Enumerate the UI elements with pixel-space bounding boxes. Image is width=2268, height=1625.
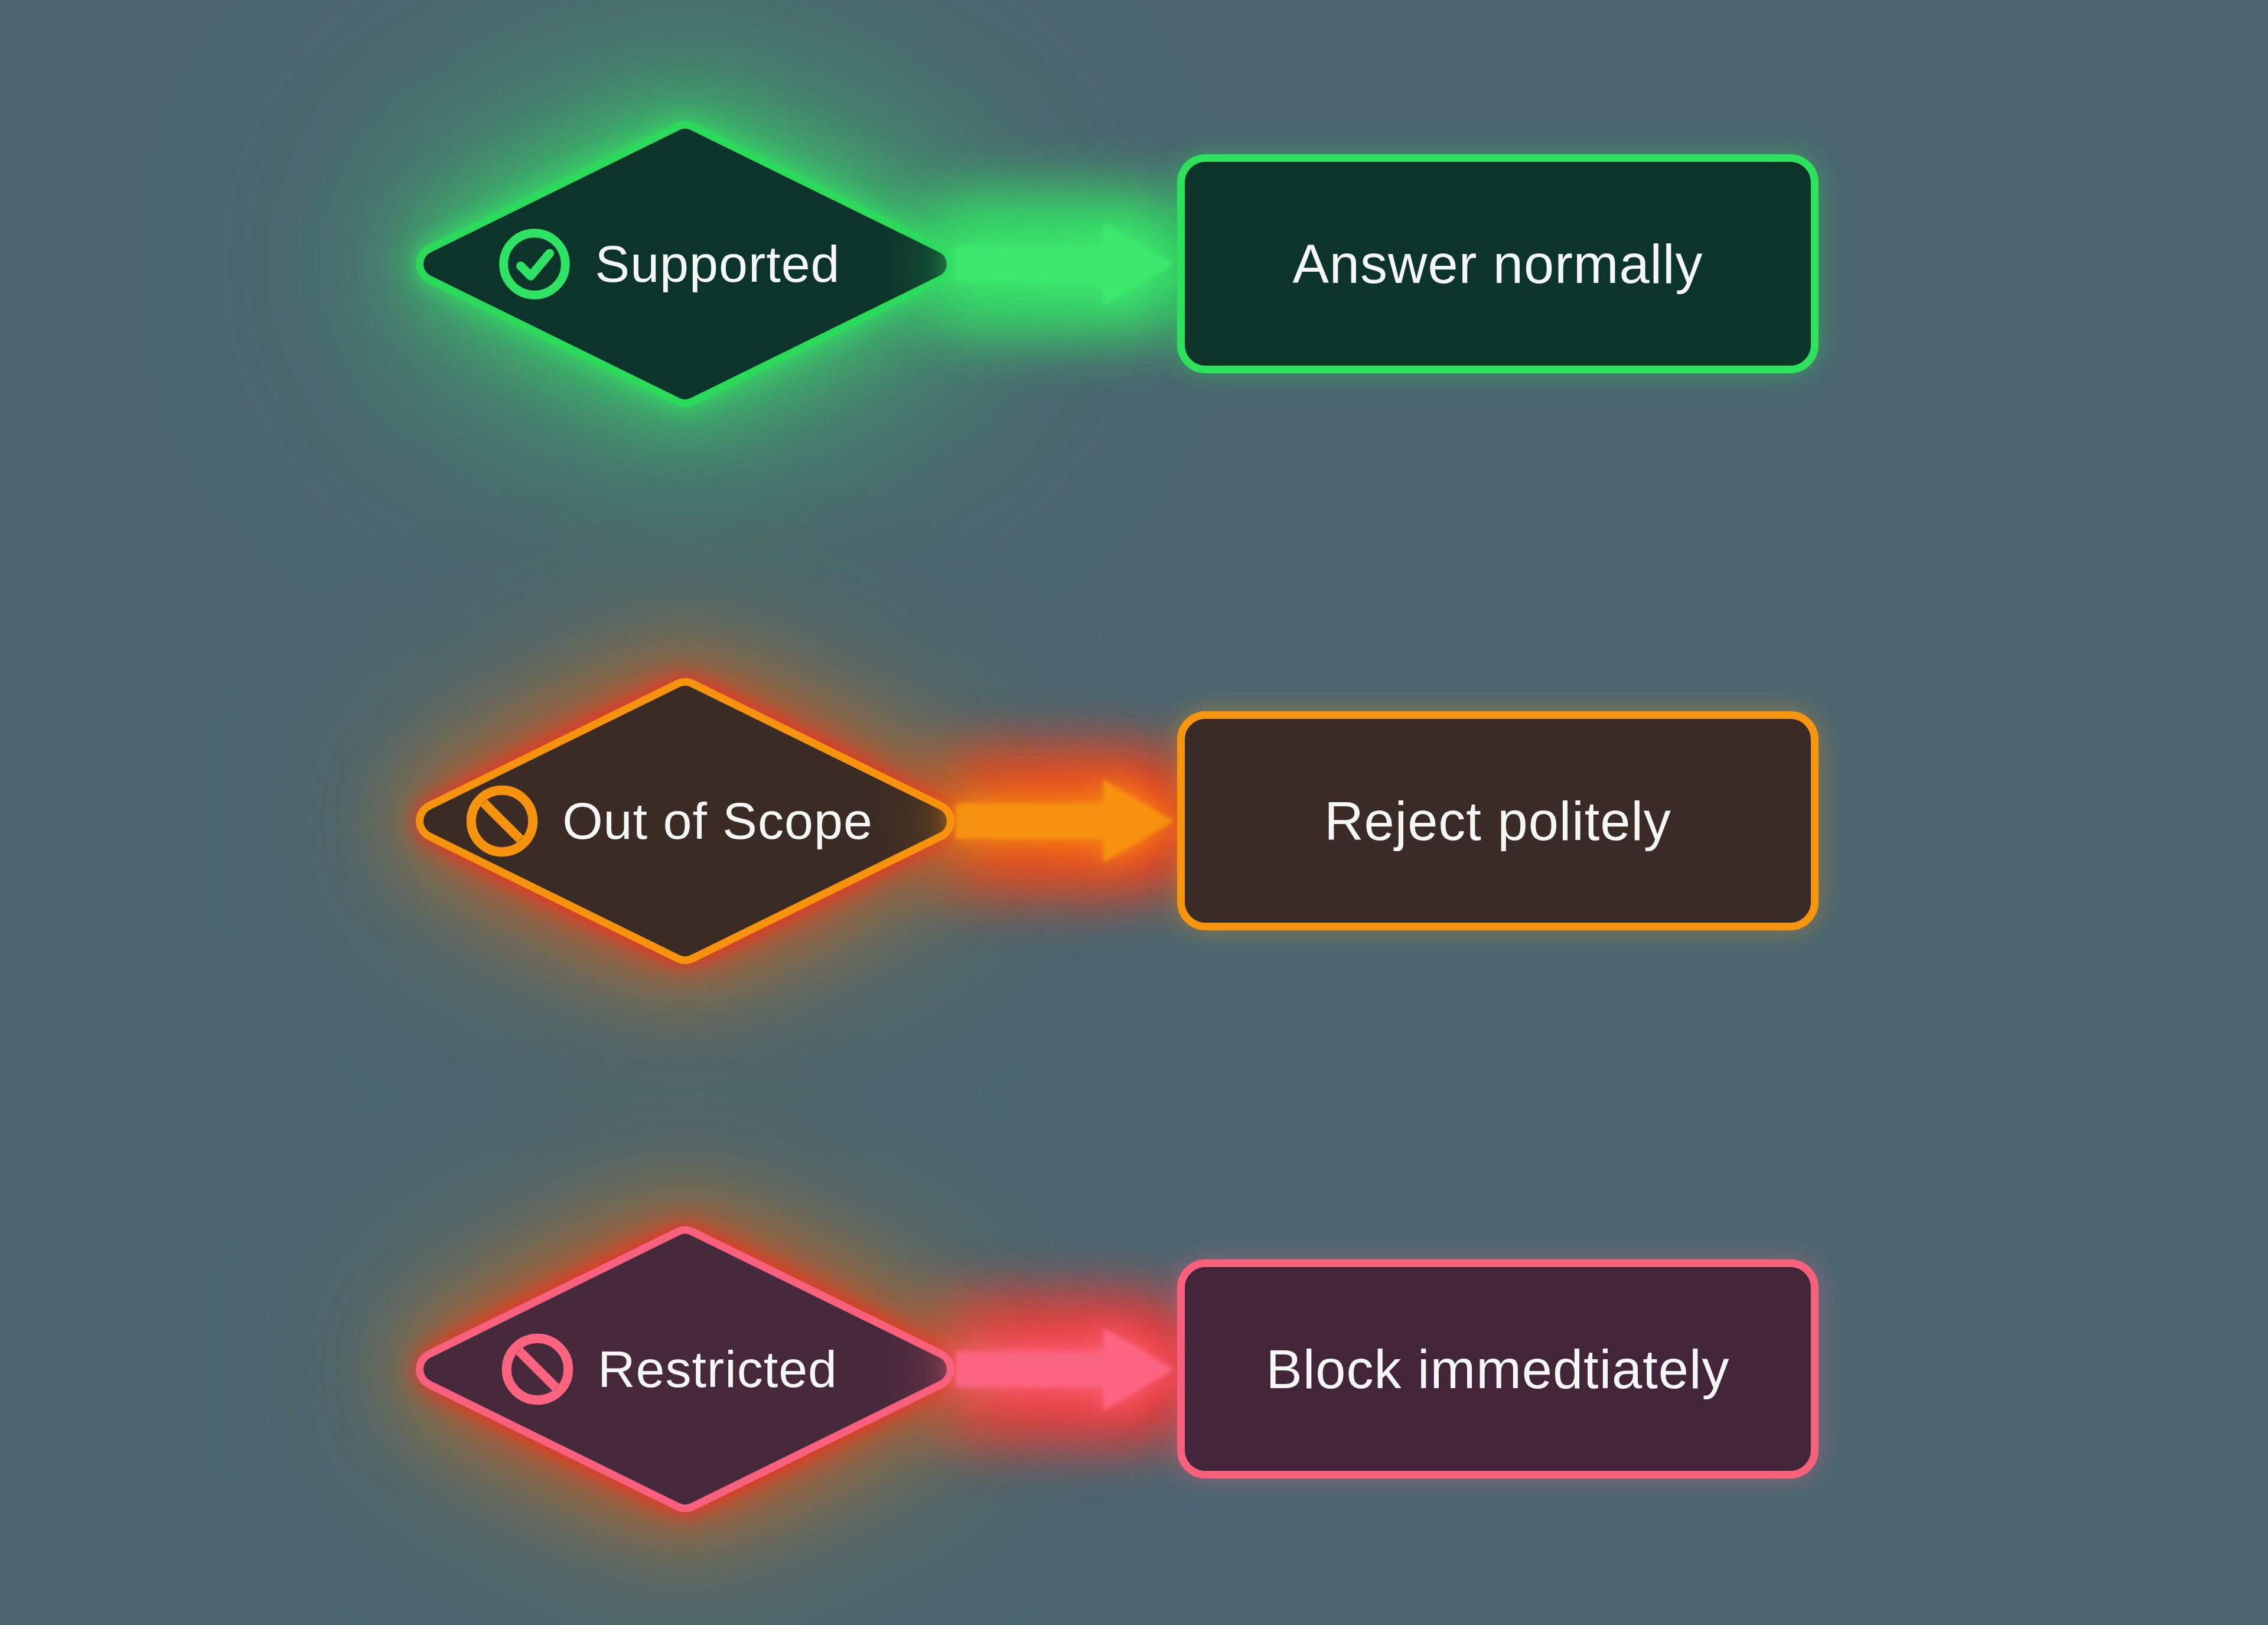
action-label: Reject politely	[1324, 794, 1671, 848]
diamond-label: Supported	[595, 238, 840, 290]
diamond-supported: Supported	[416, 121, 954, 407]
action-box-block-immediately: Block immedtiately	[1177, 1259, 1819, 1479]
action-label: Block immedtiately	[1266, 1342, 1730, 1396]
diamond-shape	[416, 1226, 954, 1512]
action-box-reject-politely: Reject politely	[1177, 711, 1819, 930]
prohibition-icon	[500, 1331, 575, 1407]
diamond-label: Out of Scope	[562, 795, 873, 847]
connector-glow	[913, 750, 1208, 892]
prohibition-icon	[464, 783, 540, 859]
arrow-right-icon	[956, 205, 1180, 323]
diamond-out-of-scope: Out of Scope	[416, 678, 954, 964]
diamond-shape	[416, 121, 954, 407]
arrow-right-icon	[956, 1310, 1180, 1428]
diamond-content: Out of Scope	[399, 678, 938, 964]
diamond-label: Restricted	[598, 1343, 838, 1395]
diamond-restricted: Restricted	[416, 1226, 954, 1512]
connector-glow	[913, 1298, 1208, 1440]
check-circle-icon	[497, 226, 572, 302]
connector-glow	[913, 193, 1208, 335]
diamond-content: Supported	[399, 121, 938, 407]
diamond-shape	[416, 678, 954, 964]
diamond-content: Restricted	[399, 1226, 938, 1512]
arrow-right-icon	[956, 762, 1180, 880]
action-box-answer-normally: Answer normally	[1177, 154, 1819, 373]
action-label: Answer normally	[1293, 237, 1703, 291]
